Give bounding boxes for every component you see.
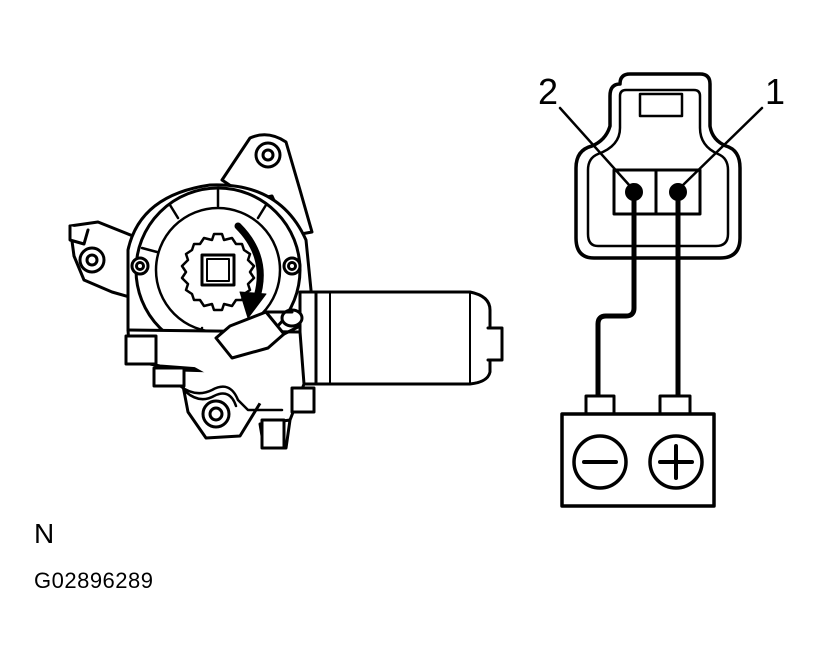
connector-housing-inner (586, 88, 730, 248)
terminal-1-label: 1 (765, 71, 786, 112)
figure-code-label: G02896289 (34, 568, 154, 593)
motor-wire-harness (178, 384, 284, 412)
terminal-2-label: 2 (538, 71, 559, 112)
leader-line-2 (558, 106, 632, 188)
view-letter-label: N (34, 518, 55, 549)
rotation-arrow-head (239, 291, 267, 319)
motor-body (298, 290, 492, 386)
connector-housing-outer (574, 72, 742, 260)
connector-test-schematic (558, 72, 764, 508)
wire-terminal-2 (595, 193, 637, 403)
leader-line-1 (680, 106, 764, 188)
connector-latch (638, 92, 684, 118)
motor-end-cap (486, 326, 504, 362)
window-regulator-motor (68, 133, 504, 450)
rotation-arrow (234, 222, 264, 304)
